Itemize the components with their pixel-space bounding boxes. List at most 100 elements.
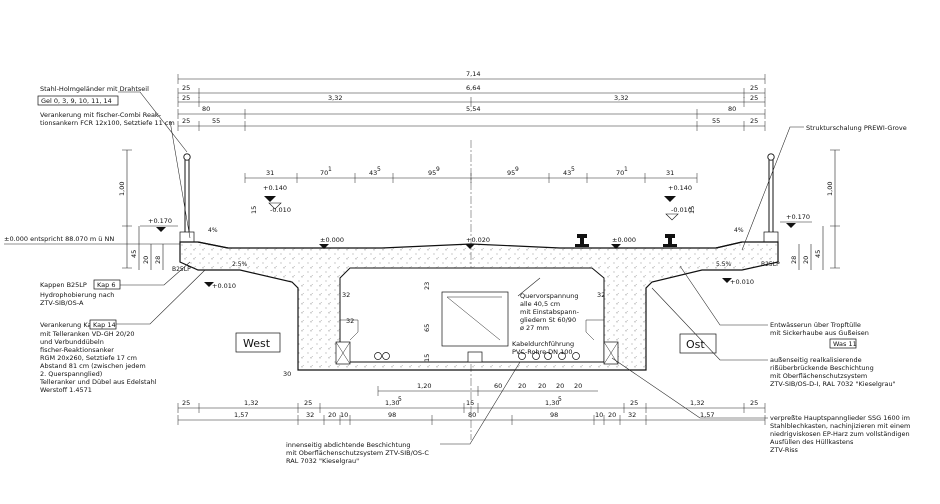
west-label-box (235, 332, 281, 353)
svg-text:rißüberbrückende Beschichtung: rißüberbrückende Beschichtung (770, 364, 874, 372)
svg-text:RGM 20x260, Setztiefe 17 cm: RGM 20x260, Setztiefe 17 cm (40, 354, 137, 362)
svg-text:98: 98 (550, 411, 558, 419)
svg-text:45: 45 (814, 250, 822, 258)
height-dims-left: 1,00 45 20 28 15 (118, 149, 258, 270)
b25lp-right: B25LP (761, 261, 780, 268)
datum-note: ±0.000 entspricht 88.070 m ü NN (4, 235, 114, 243)
level-minus-right: -0.010 (671, 206, 692, 214)
dim-r5-d: 25 (750, 117, 758, 125)
west-label: West (243, 337, 271, 350)
box-girder-section (179, 234, 779, 396)
dim-r2-mid: 6,64 (466, 84, 480, 92)
svg-text:PVC-Rohre DN 100: PVC-Rohre DN 100 (512, 348, 573, 356)
ost-label: Ost (686, 338, 705, 351)
svg-text:20: 20 (142, 256, 150, 264)
level-deck-left: ±0.000 (320, 236, 344, 244)
deck-dim-2: 70 (320, 169, 328, 177)
level-low-left: +0.010 (212, 282, 236, 290)
dim-r5-a: 25 (182, 117, 190, 125)
prestress-note: Quervorspannung (520, 292, 579, 300)
railing-ref: Gel 0, 3, 9, 10, 11, 14 (41, 97, 112, 105)
svg-text:Werstoff 1.4571: Werstoff 1.4571 (40, 386, 92, 394)
svg-text:20: 20 (518, 382, 526, 390)
svg-text:1,57: 1,57 (234, 411, 248, 419)
dim-r4-a: 80 (202, 105, 210, 113)
svg-text:15: 15 (466, 399, 474, 407)
deck-dim-2-sup: 1 (328, 166, 332, 173)
slope-right: 5.5% (716, 261, 732, 268)
ost-label-box (679, 333, 717, 354)
svg-text:ZTV-SIB/OS-D-I, RAL 7032 "Kies: ZTV-SIB/OS-D-I, RAL 7032 "Kieselgrau" (770, 380, 896, 388)
level-markers: +0.140 -0.010 +0.140 -0.010 +0.170 +0.17… (4, 184, 812, 290)
deck-dimension-chain: 31 70 1 43 5 95 9 95 9 43 5 70 1 31 (244, 166, 698, 183)
drain-note: Entwässerun über Tropftülle (770, 321, 861, 329)
svg-text:15: 15 (423, 354, 431, 362)
deck-dim-5-sup: 9 (515, 166, 519, 173)
caps-note: Kappen B25LP (40, 281, 87, 289)
interior-dimensions: 1,20 60 20 20 20 20 32 32 32 30 23 65 15 (283, 282, 605, 390)
svg-text:32: 32 (306, 411, 314, 419)
anchor-block-right (603, 341, 619, 365)
svg-text:ZTV-SIB/OS-A: ZTV-SIB/OS-A (40, 299, 84, 307)
svg-text:1,00: 1,00 (826, 182, 834, 196)
railing-note: Stahl-Holmgeländer mit Drahtseil (40, 85, 149, 93)
svg-text:5: 5 (398, 396, 402, 403)
svg-text:23: 23 (423, 282, 431, 290)
cross-slope-left: 4% (208, 227, 218, 234)
svg-text:ZTV-Riss: ZTV-Riss (770, 446, 799, 454)
svg-text:1,30: 1,30 (385, 399, 399, 407)
rail-profile-right (663, 234, 677, 247)
svg-text:25: 25 (182, 399, 190, 407)
notes-bottom: innenseitig abdichtende Beschichtung mit… (286, 361, 521, 465)
anchoring-caps-note: Verankerung Kappen (40, 321, 108, 329)
svg-text:gliedern St 60/90: gliedern St 60/90 (520, 316, 576, 324)
svg-text:28: 28 (790, 256, 798, 264)
deck-dim-7-sup: 1 (624, 166, 628, 173)
level-low-right: +0.010 (730, 278, 754, 286)
deck-dim-5: 95 (507, 169, 515, 177)
svg-text:alle 40,5 cm: alle 40,5 cm (520, 300, 560, 308)
cable-tubes (374, 352, 580, 360)
notes-right: Strukturschalung PREWI-Grove Entwässerun… (611, 124, 910, 454)
svg-text:mit Oberflächenschutzsystem ZT: mit Oberflächenschutzsystem ZTV-SIB/OS-C (286, 449, 429, 457)
prestress-plate (441, 291, 509, 347)
dim-r4-b: 5,54 (466, 105, 480, 113)
svg-text:28: 28 (154, 256, 162, 264)
svg-text:60: 60 (494, 382, 502, 390)
deck-dim-3-sup: 5 (377, 166, 381, 173)
dim-r3-a: 25 (182, 94, 190, 102)
notes-left: Stahl-Holmgeländer mit Drahtseil Gel 0, … (37, 85, 206, 394)
dim-r3-b: 3,32 (328, 94, 342, 102)
svg-text:1,32: 1,32 (690, 399, 704, 407)
svg-text:25: 25 (750, 399, 758, 407)
svg-text:10: 10 (340, 411, 348, 419)
caps-ref: Kap 6 (97, 281, 115, 289)
svg-text:30: 30 (283, 370, 291, 378)
svg-text:Abstand 81 cm (zwischen jedem: Abstand 81 cm (zwischen jedem (40, 362, 146, 370)
svg-text:15: 15 (688, 206, 696, 214)
svg-text:2. Querspannglied): 2. Querspannglied) (40, 370, 102, 378)
svg-text:5: 5 (558, 396, 562, 403)
svg-text:fischer-Reaktionsanker: fischer-Reaktionsanker (40, 346, 114, 354)
svg-text:20: 20 (802, 256, 810, 264)
svg-text:niedrigviskosen EP-Harz zum vo: niedrigviskosen EP-Harz zum vollständige… (770, 430, 910, 438)
level-cap-right: +0.170 (786, 213, 810, 221)
deck-dim-4-sup: 9 (436, 166, 440, 173)
svg-text:mit Sickerhaube aus Gußeisen: mit Sickerhaube aus Gußeisen (770, 329, 869, 337)
svg-text:20: 20 (556, 382, 564, 390)
dim-r2-right: 25 (750, 84, 758, 92)
main-tendons-note: verpreßte Hauptspannglieder SSG 1600 im (770, 414, 910, 422)
svg-text:Ausfüllen des Hüllkastens: Ausfüllen des Hüllkastens (770, 438, 854, 446)
drain-ref: Was 11 (833, 340, 857, 348)
dim-r5-c: 55 (712, 117, 720, 125)
svg-text:mit Oberflächenschutzsystem: mit Oberflächenschutzsystem (770, 372, 867, 380)
level-minus-left: -0.010 (270, 206, 291, 214)
svg-text:1,20: 1,20 (417, 382, 431, 390)
svg-text:20: 20 (328, 411, 336, 419)
svg-text:32: 32 (597, 291, 605, 299)
level-top-right: +0.140 (668, 184, 692, 192)
outer-coating-note: außenseitig realkalisierende (770, 356, 862, 364)
inner-coating-note: innenseitig abdichtende Beschichtung (286, 441, 410, 449)
svg-text:98: 98 (388, 411, 396, 419)
svg-text:Telleranker und Dübel aus Edel: Telleranker und Dübel aus Edelstahl (39, 378, 157, 386)
